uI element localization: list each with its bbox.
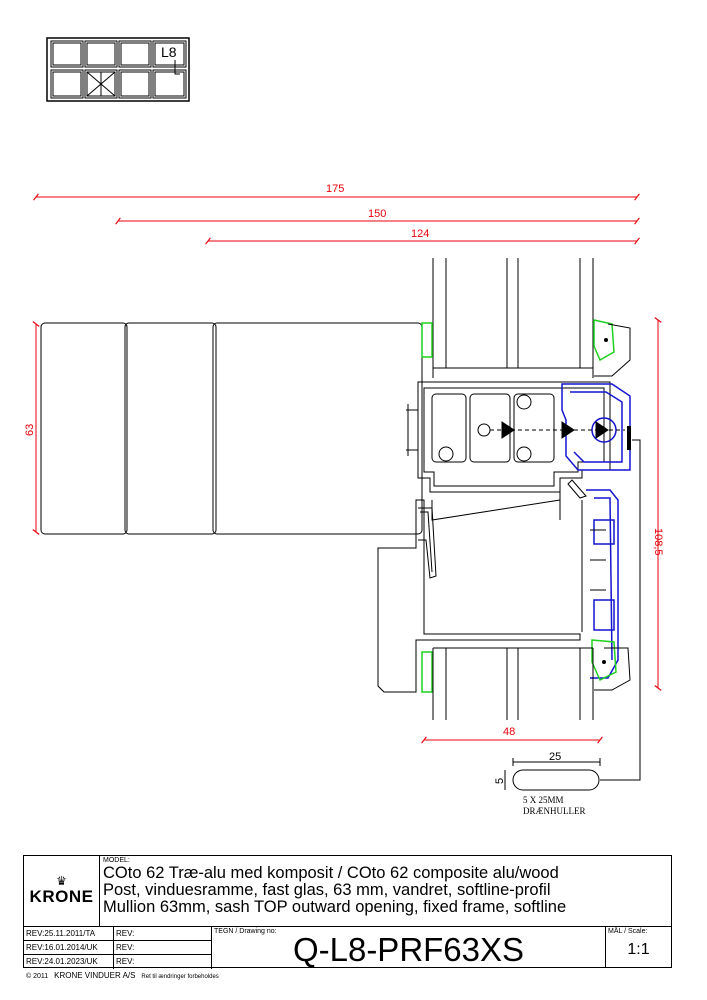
dim-108-5: 108,5 [652, 528, 664, 556]
logo-cell: ♛ KRONE [24, 856, 100, 927]
drain-slot [504, 758, 601, 791]
rev-blank-3: REV: [114, 955, 212, 969]
wood-sash [377, 499, 581, 693]
lower-frame-detail [567, 479, 606, 632]
edge-seal [627, 426, 631, 450]
dim-175: 175 [326, 183, 344, 195]
flow-arrows [490, 421, 625, 439]
model-line-2: Post, vinduesramme, fast glas, 63 mm, va… [103, 881, 551, 899]
upper-frame-profile [594, 323, 631, 691]
krone-logo: KRONE [29, 887, 94, 906]
rev-1: REV:25.11.2011/TA [24, 927, 114, 941]
dim-48: 48 [503, 726, 515, 738]
rev-2: REV:16.01.2014/UK [24, 941, 114, 955]
glass-unit [40, 322, 423, 535]
dim-63: 63 [24, 424, 36, 436]
dimension-lines [32, 193, 662, 744]
slot-length: 25 [549, 751, 561, 763]
dim-150: 150 [368, 208, 386, 220]
gasket-hatch [602, 338, 608, 664]
drawing-label: TEGN / Drawing no: [214, 928, 277, 935]
drain-note-line2: DRÆNHULLER [523, 806, 586, 816]
copyright: © 2011 [26, 973, 49, 980]
lower-glazing [432, 647, 594, 720]
green-gaskets [421, 319, 617, 693]
scale-cell: MÅL / Scale: 1:1 [606, 927, 671, 967]
slot-width: 5 [494, 778, 506, 784]
title-block: ♛ KRONE MODEL: COto 62 Træ-alu med kompo… [23, 855, 672, 969]
model-label: MODEL: [103, 857, 130, 864]
footer: © 2011 KRONE VINDUER A/S Ret til ændring… [26, 971, 219, 980]
drawing-number-cell: TEGN / Drawing no: Q-L8-PRF63XS [212, 927, 606, 968]
section-drawing: L8 175 150 124 63 108,5 48 [24, 37, 664, 816]
scale-value: 1:1 [627, 941, 650, 958]
model-cell: MODEL: COto 62 Træ-alu med komposit / CO… [100, 856, 671, 927]
drawing-number: Q-L8-PRF63XS [292, 931, 525, 968]
rev-blank-2: REV: [114, 941, 212, 955]
central-profile [406, 381, 611, 521]
drain-leader [600, 439, 641, 781]
rev-3: REV:24.01.2023/UK [24, 955, 114, 969]
scale-label: MÅL / Scale: [608, 928, 648, 935]
crown-icon: ♛ [56, 874, 67, 888]
upper-glazing [432, 258, 594, 378]
rev-blank-1: REV: [114, 927, 212, 941]
disclaimer: Ret til ændringer forbeholdes [141, 974, 219, 980]
model-line-1: COto 62 Træ-alu med komposit / COto 62 c… [103, 864, 559, 882]
company-name: KRONE VINDUER A/S [54, 971, 136, 980]
key-plan [46, 37, 190, 102]
model-line-3: Mullion 63mm, sash TOP outward opening, … [103, 898, 567, 916]
key-plan-label: L8 [161, 44, 177, 60]
dim-124: 124 [411, 228, 429, 240]
drain-note-line1: 5 X 25MM [523, 795, 564, 805]
upper-gasket [421, 322, 433, 358]
